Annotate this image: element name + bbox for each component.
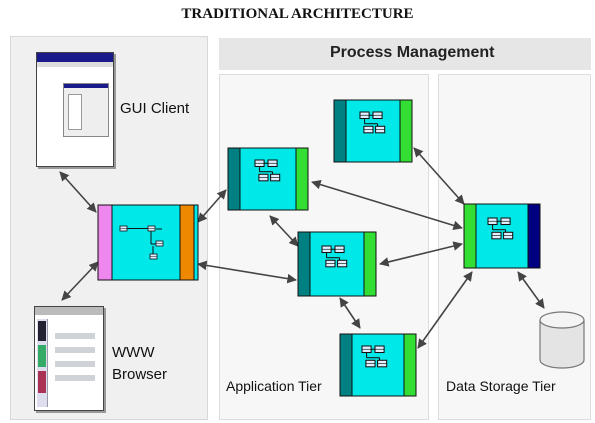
process-management-band xyxy=(219,38,591,70)
app-component-2 xyxy=(333,99,413,163)
data-storage-tier-label: Data Storage Tier xyxy=(446,378,556,394)
www-browser-window xyxy=(34,306,104,411)
gui-client-window xyxy=(36,52,114,167)
app-component-3 xyxy=(297,231,377,297)
arrow-app1-to-app3 xyxy=(269,215,299,247)
arrow-app3-to-app4 xyxy=(339,297,361,329)
process-management-label: Process Management xyxy=(330,44,495,61)
client-component xyxy=(97,204,199,281)
arrow-app2-to-data xyxy=(413,147,465,205)
arrow-client-to-app3 xyxy=(197,260,297,284)
application-tier-label: Application Tier xyxy=(226,378,322,394)
gui-client-label: GUI Client xyxy=(120,100,190,117)
arrow-browser-to-client xyxy=(61,261,99,301)
arrow-app4-to-data xyxy=(417,271,473,349)
www-label: WWW xyxy=(112,344,155,361)
window-dialog xyxy=(63,83,109,137)
window-menubar xyxy=(37,62,113,67)
arrow-data-to-db xyxy=(517,271,545,309)
database-icon xyxy=(539,311,585,369)
app-component-1 xyxy=(227,147,309,211)
arrow-app1-to-data xyxy=(311,179,463,231)
data-storage-component xyxy=(463,203,541,269)
browser-label: Browser xyxy=(112,366,168,383)
arrow-app3-to-data xyxy=(379,241,463,267)
diagram-title: TRADITIONAL ARCHITECTURE xyxy=(181,6,414,22)
arrow-client-to-app1 xyxy=(197,189,227,223)
app-component-4 xyxy=(339,333,417,397)
arrow-gui-to-client xyxy=(59,171,97,213)
window-titlebar xyxy=(37,53,113,62)
